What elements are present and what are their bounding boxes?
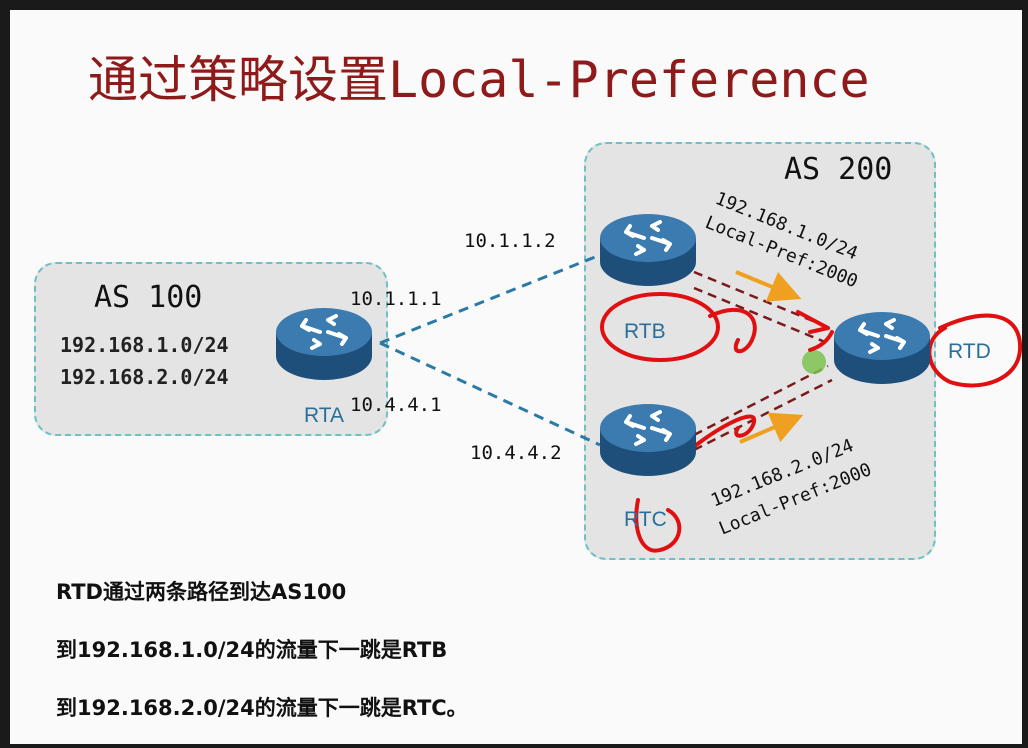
- description-line-2: 到192.168.1.0/24的流量下一跳是RTB: [56, 638, 448, 662]
- router-label-rtc: RTC: [624, 508, 667, 531]
- ip-rta-rtb-local: 10.1.1.1: [350, 288, 442, 310]
- router-label-rta: RTA: [304, 404, 345, 427]
- ip-rta-rtc-remote: 10.4.4.2: [470, 442, 562, 464]
- circle-rtb: [600, 292, 720, 362]
- page-title: 通过策略设置Local-Preference: [88, 51, 870, 109]
- description-line-1: RTD通过两条路径到达AS100: [56, 580, 347, 604]
- as200-label: AS 200: [784, 152, 893, 187]
- scribble-lower: [674, 414, 757, 464]
- router-label-rtb: RTB: [624, 320, 666, 343]
- route-rtc-rtd-1: [693, 364, 829, 437]
- router-rtc: [600, 404, 696, 476]
- diagram-lines: [379, 253, 1022, 553]
- link-rta-rtb: [379, 253, 601, 345]
- arrow-red-upper: [796, 310, 830, 334]
- arrow-lower: [739, 412, 804, 444]
- link-rta-rtc: [379, 341, 601, 447]
- route-rtb-rtd-2: [693, 286, 826, 344]
- router-rta: [276, 308, 372, 380]
- router-label-rtd: RTD: [948, 340, 991, 363]
- circle-rtd: [927, 313, 1022, 388]
- ip-rta-rtc-local: 10.4.4.1: [350, 394, 442, 416]
- as100-label: AS 100: [94, 280, 203, 315]
- route-rtc-rtd-2: [693, 378, 833, 452]
- router-rtb: [600, 214, 696, 286]
- junction-dot: [802, 350, 826, 374]
- as100-prefix-2: 192.168.2.0/24: [60, 365, 229, 389]
- ip-rta-rtb-remote: 10.1.1.2: [464, 230, 556, 252]
- as100-prefix-1: 192.168.1.0/24: [60, 333, 229, 357]
- router-rtd: [834, 312, 930, 384]
- arrow-red-lower: [808, 330, 834, 352]
- circle-rtc: [634, 498, 682, 553]
- slide: 通过策略设置Local-Preference AS 100 192.168.1.…: [10, 10, 1022, 744]
- description-line-3: 到192.168.2.0/24的流量下一跳是RTC。: [56, 696, 468, 720]
- arrow-upper: [735, 270, 802, 302]
- scribble-upper: [708, 307, 757, 354]
